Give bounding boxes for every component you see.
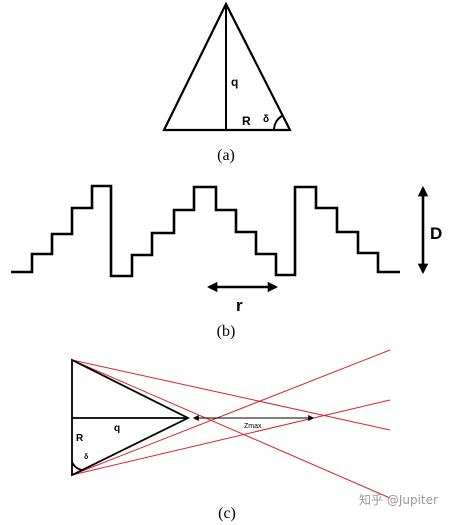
panel-b: D r (b)	[11, 184, 442, 340]
caption-c: (c)	[218, 505, 236, 522]
ray-2	[71, 359, 391, 431]
watermark: 知乎 @Jupiter	[359, 493, 438, 507]
label-q-a: q	[231, 75, 238, 89]
label-r: r	[236, 296, 243, 315]
angle-arc-c	[71, 461, 85, 471]
ray-4	[71, 399, 391, 476]
label-delta-a: δ	[263, 114, 269, 125]
ray-1	[71, 359, 391, 499]
panel-c: Zmax q R δ (c)	[71, 349, 391, 522]
panel-a: q R δ (a)	[162, 1, 292, 164]
stepped-profile	[11, 184, 400, 278]
label-R-a: R	[242, 114, 251, 128]
angle-arc-a	[272, 115, 283, 131]
ray-3	[71, 349, 391, 476]
caption-b: (b)	[217, 323, 236, 340]
label-R-c: R	[76, 433, 84, 444]
caption-a: (a)	[217, 147, 235, 164]
label-D: D	[430, 224, 442, 243]
label-q-c: q	[114, 423, 120, 434]
label-delta-c: δ	[84, 454, 88, 461]
label-zmax: Zmax	[244, 423, 262, 430]
